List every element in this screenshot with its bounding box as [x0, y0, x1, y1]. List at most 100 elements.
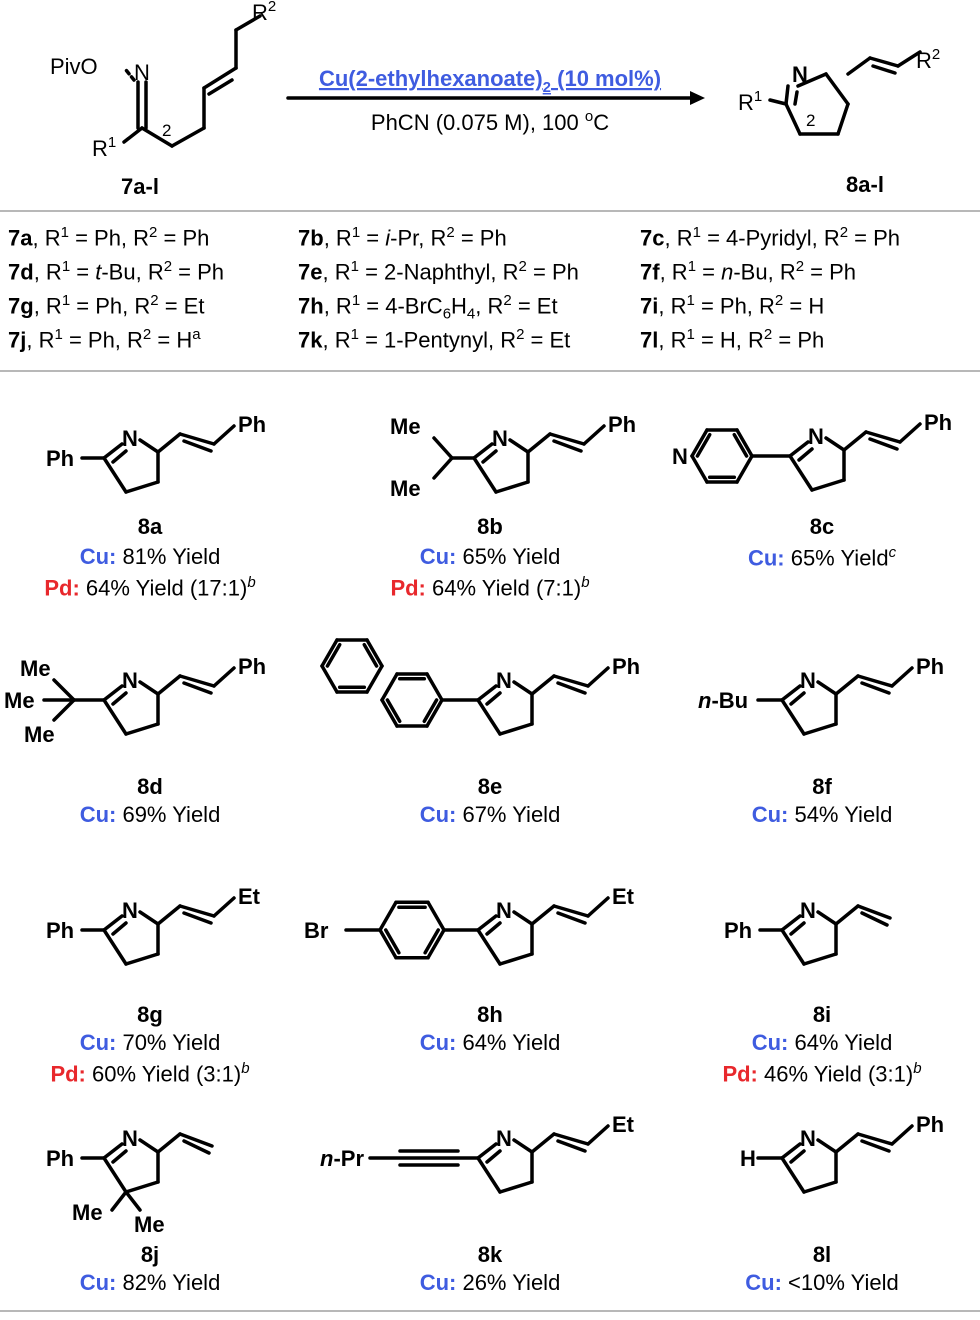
product-n-atom: N	[792, 62, 808, 87]
ring-bond	[111, 449, 128, 464]
substituent-bond	[52, 698, 76, 722]
cu-yield-8h: Cu: 64% Yield	[419, 1030, 561, 1055]
reactant-r2: R2	[252, 0, 276, 25]
naphthalene-ring	[380, 672, 399, 702]
cu-yield-8e: Cu: 67% Yield	[419, 802, 561, 827]
substrate-entry-7e: 7e, R1 = 2-Naphthyl, R2 = Ph	[298, 258, 579, 285]
vinyl-bond	[212, 896, 236, 918]
methyl-bottom-8d: Me	[24, 722, 55, 747]
ring-bond	[788, 454, 814, 492]
ring-bond	[124, 952, 160, 966]
substituent-bond	[432, 436, 454, 460]
vinyl-bond	[552, 439, 583, 453]
naphthalene-ring	[320, 664, 339, 694]
vinyl-bond	[868, 437, 899, 451]
divider-top	[0, 210, 980, 212]
cu-yield-8j: Cu: 82% Yield	[79, 1270, 221, 1295]
vinyl-bond	[548, 432, 586, 446]
ring-bond	[802, 1180, 838, 1194]
ring-bond	[476, 914, 498, 932]
product-label-8e: 8e	[477, 774, 503, 799]
vinyl-bond	[530, 674, 556, 696]
ring-bond	[780, 1142, 802, 1160]
vinyl-bond	[860, 911, 889, 927]
substrate-entry-7b: 7b, R1 = i-Pr, R2 = Ph	[298, 224, 507, 251]
nitrogen-atom-8l: N	[800, 1126, 816, 1151]
aryl-ring	[426, 900, 446, 932]
r2-substituent-8c: Ph	[924, 410, 952, 435]
ring-bond	[111, 1149, 128, 1164]
ring-bond	[102, 928, 128, 966]
r2-substituent-8k: Et	[612, 1112, 635, 1137]
ring-bond	[810, 478, 846, 492]
nitrogen-atom-8j: N	[122, 1126, 138, 1151]
ring-bond	[816, 910, 838, 926]
naphthalene-ring	[365, 638, 384, 668]
substituent-bond	[110, 1190, 128, 1212]
ring-bond	[816, 1138, 838, 1154]
cu-yield-8c: Cu: 65% Yieldc	[747, 544, 897, 571]
vinyl-bond	[586, 1124, 610, 1146]
reaction-conditions: PhCN (0.075 M), 100 oC	[371, 108, 609, 135]
product-label-8g: 8g	[137, 1002, 163, 1027]
vinyl-bond	[178, 904, 216, 918]
methyl-top-8b: Me	[390, 414, 421, 439]
ring-bond	[788, 440, 810, 458]
naphthalene-ring	[380, 698, 399, 728]
nitrogen-atom-8h: N	[496, 898, 512, 923]
ring-bond	[485, 1149, 502, 1164]
product-label-8k: 8k	[477, 1242, 503, 1267]
product-label-8c: 8c	[809, 514, 835, 539]
vinyl-bond	[212, 424, 236, 446]
reactant-position-label: 2	[162, 121, 171, 140]
product-label: 8a-l	[846, 172, 884, 197]
product-label-8b: 8b	[477, 514, 503, 539]
reactant-oxime-group: PivO	[50, 54, 98, 79]
vinyl-bond	[182, 439, 213, 453]
ring-bond	[102, 684, 124, 702]
vinyl-bond	[552, 904, 590, 918]
ring-bond	[124, 480, 160, 494]
vinyl-bond	[212, 666, 236, 688]
ring-bond	[802, 722, 838, 736]
ring-bond	[802, 952, 838, 966]
vinyl-bond	[856, 1132, 894, 1146]
r2-substituent-8f: Ph	[916, 654, 944, 679]
reactant-r1: R1	[92, 134, 116, 161]
pd-yield-8g: Pd: 60% Yield (3:1)b	[50, 1060, 250, 1087]
cu-yield-8f: Cu: 54% Yield	[751, 802, 893, 827]
ring-bond	[472, 456, 498, 494]
ring-bond	[512, 680, 534, 696]
vinyl-bond	[898, 422, 922, 444]
vinyl-bond	[834, 674, 860, 696]
product-label-8h: 8h	[477, 1002, 503, 1027]
ring-bond	[485, 921, 502, 936]
vinyl-bond	[178, 674, 216, 688]
ring-bond	[789, 1149, 806, 1164]
vinyl-bond	[856, 904, 892, 920]
r2-substituent-8d: Ph	[238, 654, 266, 679]
vinyl-bond	[834, 904, 860, 926]
aryl-ring	[426, 928, 446, 960]
nitrogen-atom-8i: N	[800, 898, 816, 923]
substrate-entry-7c: 7c, R1 = 4-Pyridyl, R2 = Ph	[640, 224, 901, 251]
aryl-ring	[384, 928, 401, 955]
pyridine-ring	[695, 432, 712, 458]
r2-substituent-8h: Et	[612, 884, 635, 909]
vinyl-bond	[182, 681, 213, 695]
ring-bond	[780, 684, 802, 702]
ring-bond	[102, 914, 124, 932]
ring-bond	[512, 1138, 534, 1154]
naphthalene-ring	[325, 642, 342, 668]
ring-bond	[485, 691, 502, 706]
r2-substituent-8b: Ph	[608, 412, 636, 437]
ring-bond	[111, 921, 128, 936]
naphthalene-ring	[425, 672, 444, 702]
product-r2: R2	[916, 46, 940, 73]
bromine-atom: Br	[304, 918, 329, 943]
divider-bottom	[0, 1310, 980, 1312]
ring-bond	[472, 442, 494, 460]
vinyl-bond	[842, 430, 868, 452]
vinyl-bond	[556, 1139, 587, 1153]
